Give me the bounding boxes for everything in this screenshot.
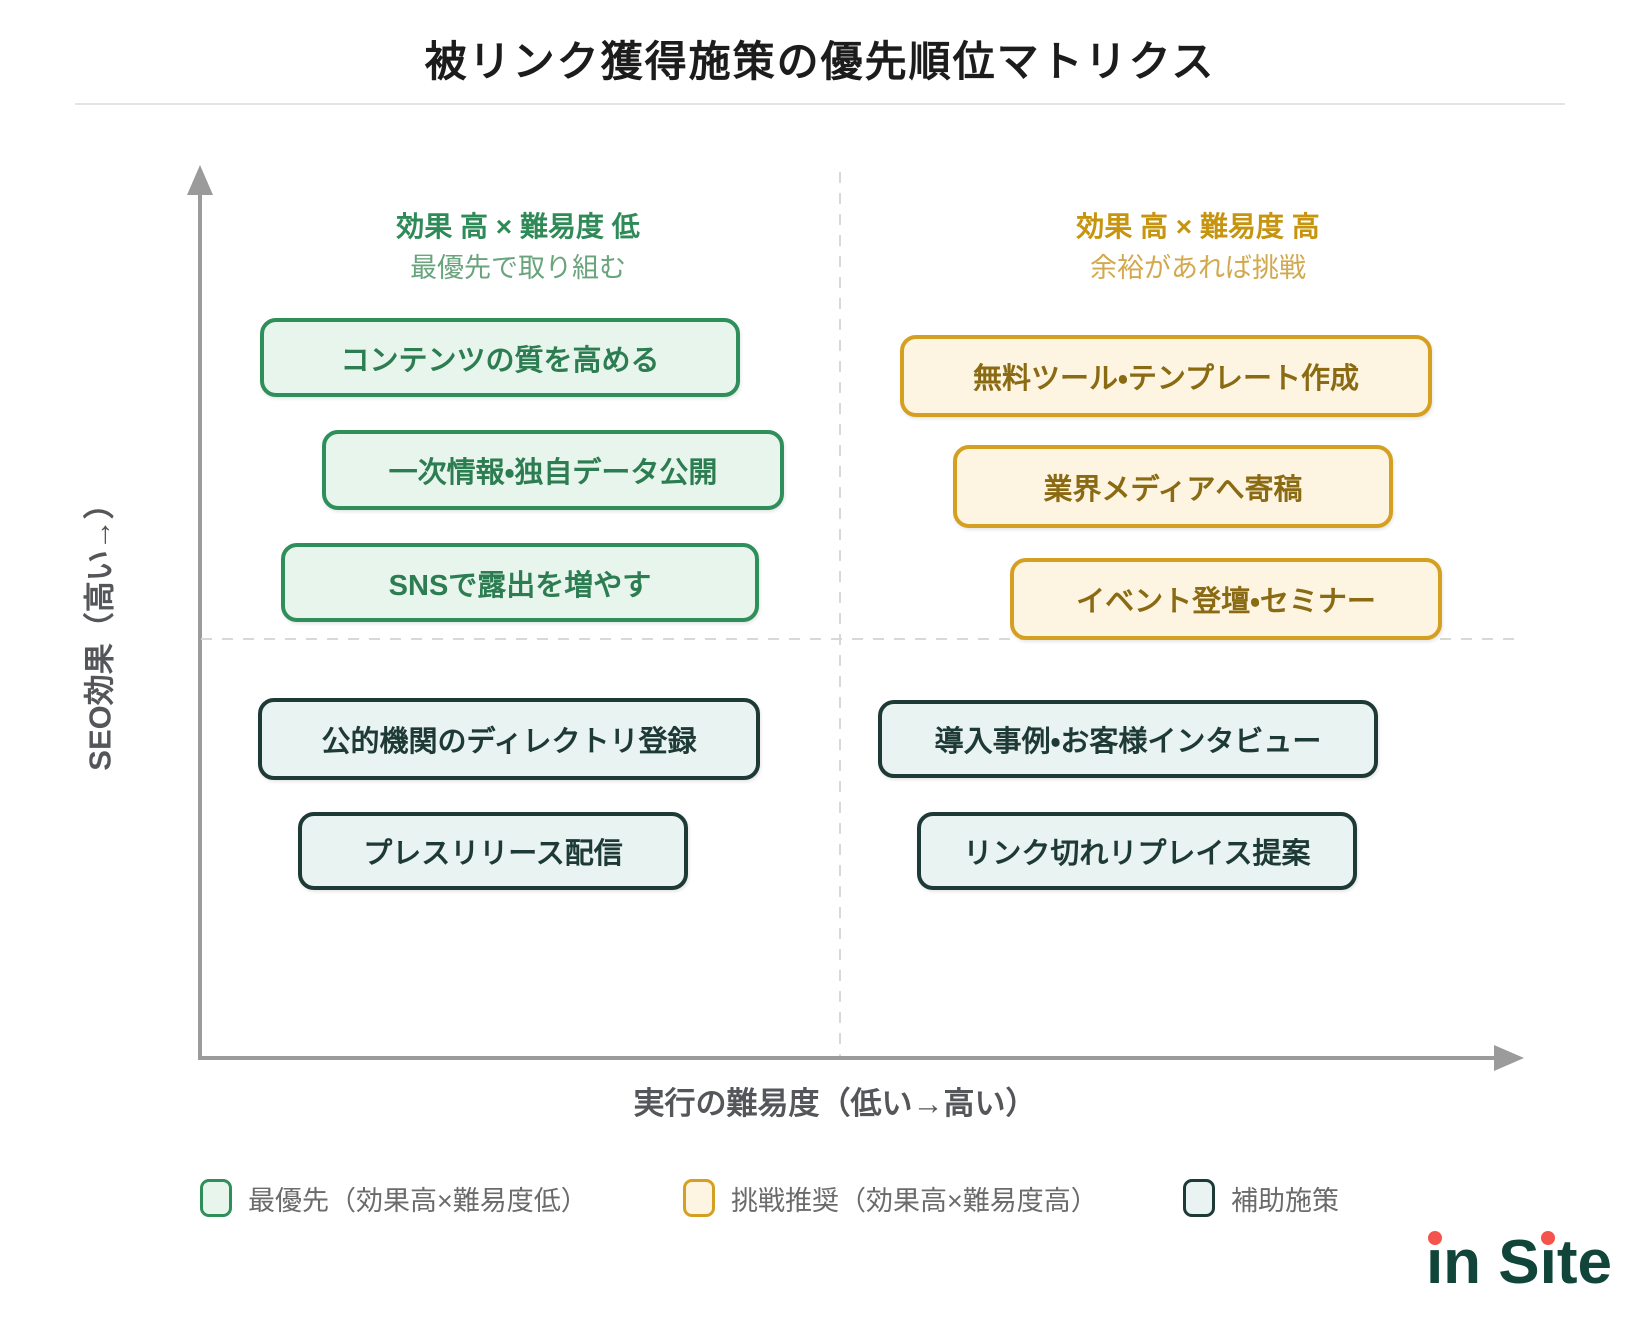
legend-item-top-priority: 最優先（効果高×難易度低） (200, 1176, 588, 1220)
title-divider (75, 103, 1565, 105)
box-media-contribution: 業界メディアへ寄稿 (953, 445, 1393, 528)
box-case-study-interview: 導入事例・お客様インタビュー (878, 700, 1378, 778)
x-axis-line (198, 1056, 1500, 1060)
x-axis-arrow-icon (1494, 1045, 1524, 1071)
box-directory-registration: 公的機関のディレクトリ登録 (258, 698, 760, 780)
box-content-quality: コンテンツの質を高める (260, 318, 740, 397)
legend-label: 最優先（効果高×難易度低） (248, 1185, 588, 1216)
logo-text: te (1556, 1228, 1612, 1297)
legend-item-support: 補助施策 (1183, 1176, 1339, 1220)
box-broken-link-replace: リンク切れリプレイス提案 (917, 812, 1357, 890)
y-axis-line (198, 190, 202, 1060)
quadrant-top-right-subheading: 余裕があれば挑戦 (1090, 253, 1306, 283)
legend-label: 挑戦推奨（効果高×難易度高） (731, 1185, 1098, 1216)
legend-swatch-green (200, 1179, 232, 1217)
horizontal-dashed-divider (201, 638, 1519, 640)
quadrant-top-left-subheading: 最優先で取り組む (410, 253, 626, 283)
logo-dotted-i: ı (1425, 1228, 1444, 1297)
logo-dotted-i: ı (1539, 1228, 1557, 1297)
legend-label: 補助施策 (1231, 1185, 1339, 1216)
x-axis-label: 実行の難易度（低い→高い） (633, 1086, 1037, 1121)
box-event-seminar: イベント登壇・セミナー (1010, 558, 1442, 640)
y-axis-label: SEO効果（高い→） (82, 488, 118, 771)
box-sns-exposure: SNSで露出を増やす (281, 543, 759, 622)
box-primary-data-publication: 一次情報・独自データ公開 (322, 430, 784, 510)
legend-swatch-teal (1183, 1179, 1215, 1217)
box-press-release: プレスリリース配信 (298, 812, 688, 890)
quadrant-top-left-heading: 効果 高 × 難易度 低 (396, 211, 640, 242)
quadrant-top-right-heading: 効果 高 × 難易度 高 (1076, 211, 1320, 242)
legend-item-challenge: 挑戦推奨（効果高×難易度高） (683, 1176, 1098, 1220)
y-axis-arrow-icon (187, 165, 213, 195)
vertical-dashed-divider (839, 172, 841, 1056)
legend-swatch-gold (683, 1179, 715, 1217)
logo-text: n S (1443, 1228, 1540, 1297)
page-title: 被リンク獲得施策の優先順位マトリクス (424, 38, 1216, 85)
box-free-tools-templates: 無料ツール・テンプレート作成 (900, 335, 1432, 417)
insite-logo: ın Sıte (1426, 1232, 1612, 1294)
